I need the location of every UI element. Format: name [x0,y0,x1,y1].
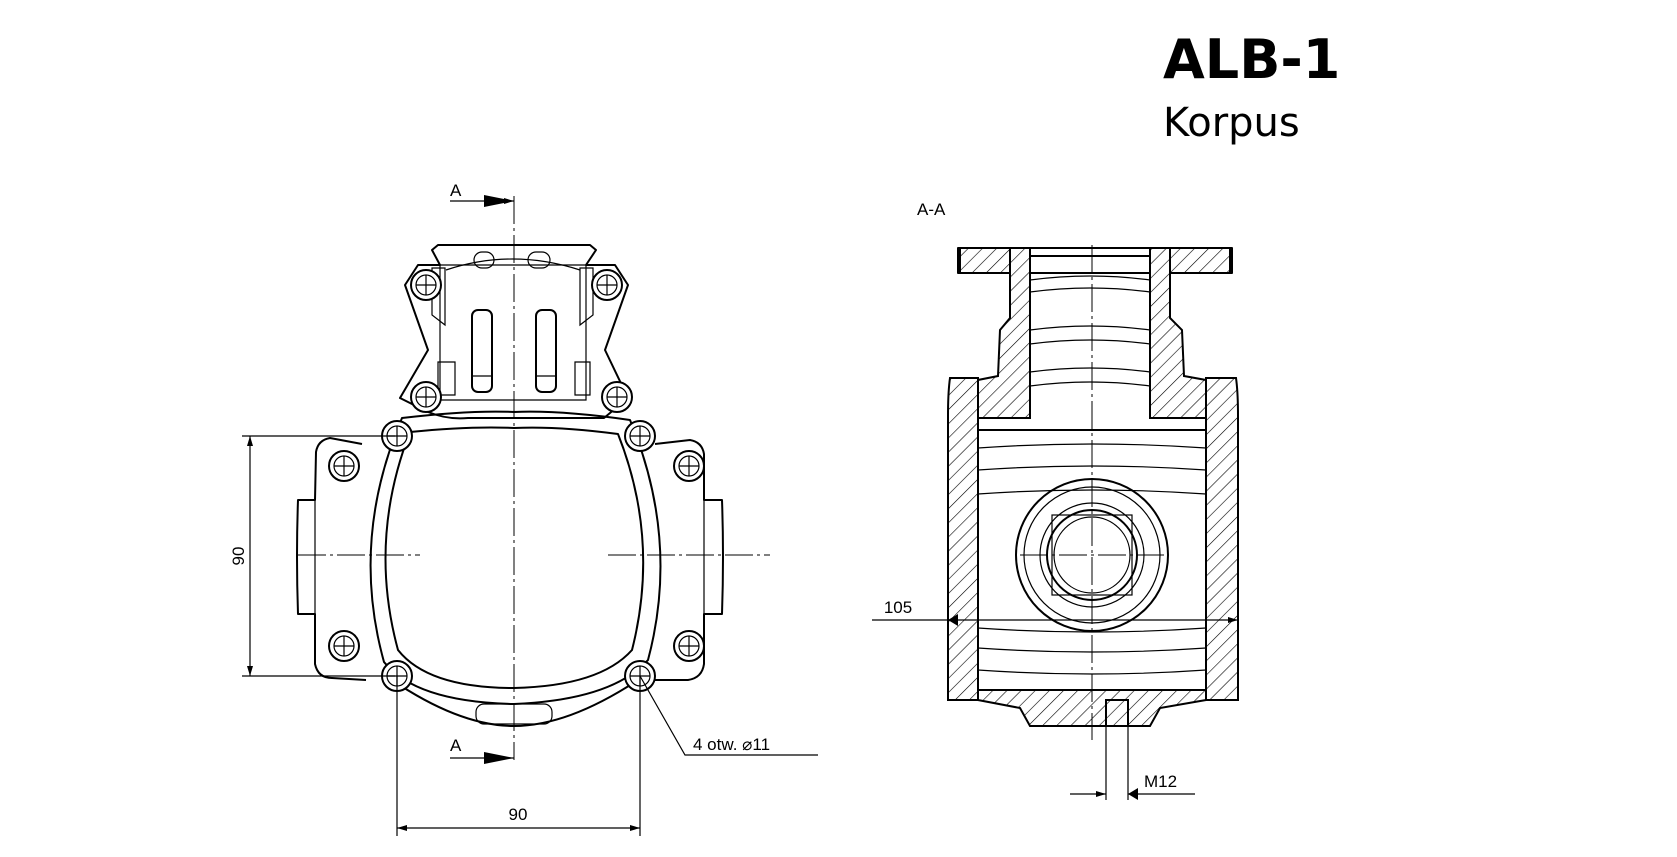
section-title: A-A [917,200,946,219]
bolt-flange-left [410,381,442,413]
dimension-width: 105 [884,598,912,617]
section-flange-left [959,247,1011,274]
front-view: A A 90 90 4 otw. ⌀11 [229,181,818,836]
section-body-left [947,377,979,701]
body-outer [369,410,662,705]
section-body-right [1205,377,1239,701]
section-neck-right [1149,247,1207,419]
top-flange-inner [439,264,587,401]
bolt-top-right [591,269,623,301]
top-flange [399,244,629,420]
section-marker-bottom: A [450,736,462,755]
gusset-bottom-right [574,361,591,396]
dimension-horizontal: 90 [509,805,528,824]
gusset-bottom-left [437,361,456,396]
drawing-code: ALB-1 [1163,28,1341,91]
gusset-top-right [579,267,594,327]
section-view: A-A 105 [872,200,1239,800]
bolt-body-top-right [624,420,656,452]
bolt-ear-right-top [673,450,705,482]
holes-note: 4 otw. ⌀11 [693,735,770,754]
section-marker-top: A [450,181,462,200]
top-flange-dome [445,258,581,271]
top-slot-left [473,251,495,269]
top-slot-right [527,251,551,269]
bolt-ear-left-top [328,450,360,482]
rib-right [535,309,557,393]
bolt-ear-left-bottom [328,630,360,662]
drawing-name: Korpus [1163,100,1300,146]
left-ear-outline [296,437,367,681]
dimension-vertical: 90 [229,547,248,566]
body-inner [384,426,645,689]
bolt-ear-right-bottom [673,630,705,662]
bolt-flange-right [601,381,633,413]
dimension-thread: M12 [1144,772,1177,791]
section-bore [1029,255,1151,418]
right-ear-outline [654,439,724,681]
rib-left [471,309,493,393]
bolt-top-left [410,269,442,301]
